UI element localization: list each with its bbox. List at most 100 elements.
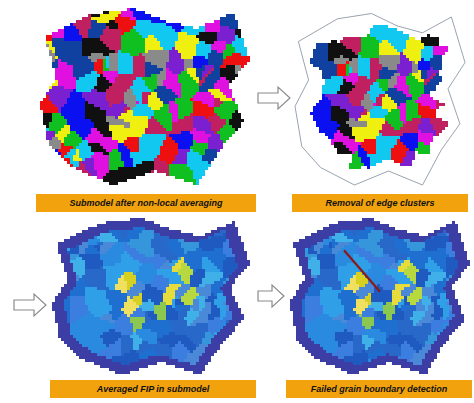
grain-cell (235, 29, 241, 32)
grain-cell (181, 275, 190, 278)
grain-cell (178, 77, 193, 80)
grain-cell (199, 305, 205, 308)
grain-cell (311, 257, 317, 260)
grain-cell (379, 82, 388, 85)
grain-cell (103, 32, 121, 35)
grain-cell (118, 167, 154, 170)
grain-cell (214, 95, 226, 98)
grain-cell (70, 128, 91, 131)
grain-cell (121, 32, 124, 35)
grain-cell (163, 263, 169, 266)
grain-cell (82, 41, 103, 44)
grain-cell (196, 80, 199, 83)
grain-cell (335, 233, 344, 236)
grain-cell (370, 163, 376, 166)
grain-cell (232, 314, 244, 317)
grain-cell (217, 38, 235, 41)
grain-cell (103, 65, 106, 68)
grain-cell (377, 242, 395, 245)
grain-cell (338, 221, 380, 224)
grain-cell (133, 113, 154, 116)
grain-cell (64, 26, 76, 29)
grain-cell (337, 91, 349, 94)
grain-cell (313, 55, 328, 58)
grain-cell (181, 131, 190, 134)
grain-cell (350, 242, 356, 245)
grain-cell (130, 149, 139, 152)
grain-cell (400, 163, 412, 166)
grain-cell (397, 67, 412, 70)
grain-cell (43, 116, 52, 119)
grain-cell (130, 218, 145, 221)
grain-cell (103, 314, 112, 317)
grain-cell (193, 59, 208, 62)
grain-cell (142, 293, 163, 296)
grain-cell (337, 64, 346, 67)
grain-cell (100, 248, 109, 251)
grain-cell (208, 320, 223, 323)
grain-cell (181, 56, 193, 59)
grain-cell (455, 254, 467, 257)
grain-cell (430, 67, 433, 70)
grain-cell (55, 68, 73, 71)
grain-cell (109, 329, 115, 332)
grain-cell (136, 302, 142, 305)
grain-cell (190, 281, 202, 284)
grain-cell (196, 68, 205, 71)
grain-cell (109, 47, 121, 50)
grain-cell (64, 125, 70, 128)
grain-cell (211, 92, 223, 95)
grain-cell (175, 290, 187, 293)
grain-cell (163, 101, 169, 104)
grain-cell (434, 236, 449, 239)
grain-cell (356, 245, 359, 248)
grain-cell (367, 121, 385, 124)
grain-cell (361, 49, 379, 52)
grain-cell (205, 131, 214, 134)
grain-cell (154, 350, 172, 353)
grain-cell (334, 58, 349, 61)
grain-cell (163, 293, 175, 296)
grain-cell (235, 68, 241, 71)
grain-cell (64, 266, 73, 269)
grain-cell (350, 230, 359, 233)
grain-cell (91, 350, 100, 353)
grain-cell (418, 127, 433, 130)
grain-cell (145, 71, 160, 74)
grain-cell (235, 110, 238, 113)
grain-cell (103, 11, 109, 14)
grain-cell (323, 239, 332, 242)
grain-cell (193, 134, 211, 137)
grain-cell (79, 275, 82, 278)
grain-cell (235, 269, 244, 272)
grain-cell (214, 104, 220, 107)
grain-cell (382, 40, 388, 43)
grain-cell (343, 55, 358, 58)
grain-cell (133, 272, 136, 275)
grain-cell (418, 106, 430, 109)
grain-cell (127, 290, 142, 293)
grain-cell (130, 320, 145, 323)
grain-cell (379, 49, 397, 52)
grain-cell (184, 26, 193, 29)
grain-cell (310, 61, 334, 64)
grain-cell (220, 23, 238, 26)
grain-cell (373, 25, 388, 28)
grain-cell (397, 79, 406, 82)
grain-cell (103, 260, 121, 263)
grain-cell (217, 293, 223, 296)
grain-cell (199, 152, 205, 155)
grain-cell (76, 320, 109, 323)
grain-cell (67, 122, 94, 125)
grain-cell (352, 130, 379, 133)
grain-cell (91, 17, 115, 20)
grain-cell (121, 29, 130, 32)
grain-cell (139, 149, 160, 152)
grain-cell (136, 332, 157, 335)
grain-cell (133, 83, 145, 86)
grain-cell (220, 317, 223, 320)
grain-cell (76, 77, 79, 80)
grain-cell (151, 116, 154, 119)
grain-cell (103, 53, 109, 56)
grain-cell (214, 101, 223, 104)
